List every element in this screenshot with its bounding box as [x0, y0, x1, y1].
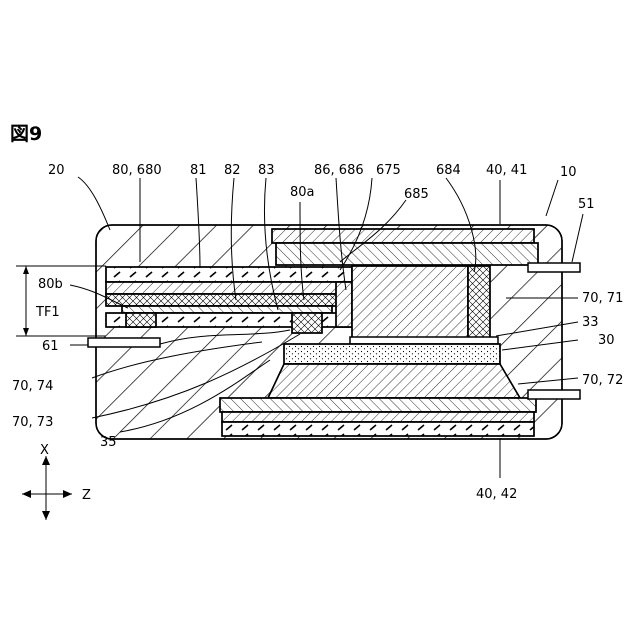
lead-51 — [528, 263, 580, 272]
arrow-left-icon — [22, 490, 31, 498]
label-685: 685 — [404, 187, 429, 202]
label-70-71: 70, 71 — [582, 291, 623, 306]
label-80-680: 80, 680 — [112, 163, 162, 178]
arrow-down-icon — [42, 511, 50, 520]
label-83: 83 — [258, 163, 275, 178]
lead-61 — [88, 338, 160, 347]
label-684: 684 — [436, 163, 461, 178]
label-30: 30 — [598, 333, 615, 348]
label-51: 51 — [578, 197, 595, 212]
label-tf1: TF1 — [35, 305, 60, 320]
label-82: 82 — [224, 163, 241, 178]
solder-72 — [268, 364, 520, 398]
axis-x-label: X — [40, 443, 49, 458]
label-70-74: 70, 74 — [12, 379, 53, 394]
terminal-block — [352, 266, 490, 340]
figure-title: 図9 — [10, 123, 42, 145]
label-70-72: 70, 72 — [582, 373, 623, 388]
arrow-right-icon — [63, 490, 72, 498]
label-10: 10 — [560, 165, 577, 180]
lower-heat-sink — [220, 398, 536, 436]
upper-heat-sink — [272, 229, 538, 265]
label-70-73: 70, 73 — [12, 415, 53, 430]
lead-right-bottom — [528, 390, 580, 399]
label-20: 20 — [48, 163, 65, 178]
axis-z-label: Z — [82, 488, 91, 503]
label-80a: 80a — [290, 185, 315, 200]
semiconductor-chip-30 — [284, 344, 500, 364]
label-33: 33 — [582, 315, 599, 330]
label-81: 81 — [190, 163, 207, 178]
label-35: 35 — [100, 435, 117, 450]
solder-33 — [350, 337, 498, 344]
label-61: 61 — [42, 339, 59, 354]
label-86-686: 86, 686 — [314, 163, 364, 178]
label-40-42: 40, 42 — [476, 487, 517, 502]
label-80b: 80b — [38, 277, 63, 292]
label-675: 675 — [376, 163, 401, 178]
label-40-41: 40, 41 — [486, 163, 527, 178]
axis-indicator — [22, 456, 72, 520]
